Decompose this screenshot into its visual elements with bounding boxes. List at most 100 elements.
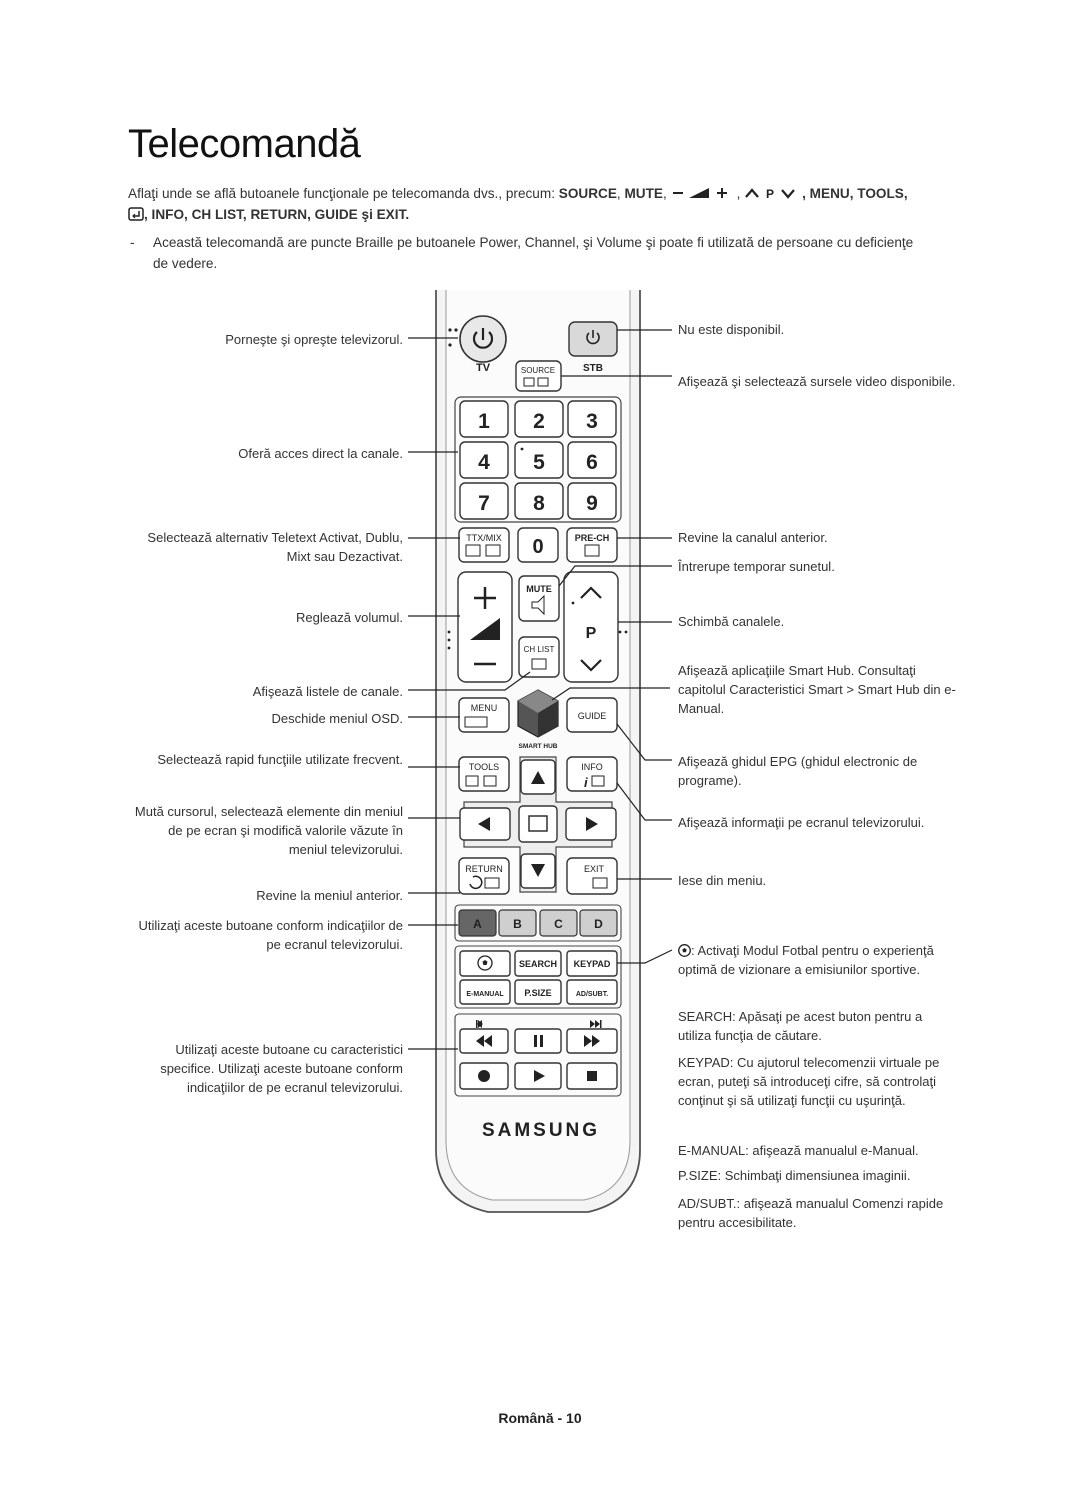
exit-label: EXIT — [584, 864, 605, 874]
tv-label: TV — [476, 362, 491, 374]
zero-button[interactable] — [517, 527, 559, 563]
label-channel: Schimbă canalele. — [678, 614, 785, 629]
adsubt-label: AD/SUBT. — [576, 991, 608, 998]
football-text: : Activaţi Modul Fotbal pentru o experie… — [678, 943, 934, 977]
digit-button-7[interactable] — [459, 482, 509, 520]
digit-button-5[interactable] — [514, 441, 564, 479]
label-smarthub: Afişează aplicaţiile Smart Hub. Consulta… — [678, 663, 956, 716]
digit-label-4: 4 — [478, 451, 490, 474]
label-power: Porneşte şi opreşte televizorul. — [225, 332, 403, 347]
label-info: Afişează informaţii pe ecranul televizor… — [678, 815, 925, 830]
p-label: P — [586, 625, 597, 642]
label-tools: Selectează rapid funcţiile utilizate fre… — [157, 752, 403, 767]
page-title: Telecomandă — [128, 122, 361, 166]
digit-button-3[interactable] — [567, 400, 617, 438]
guide-button[interactable] — [566, 697, 618, 733]
football-icon — [678, 944, 691, 957]
label-source: Afişează şi selectează sursele video dis… — [678, 374, 956, 389]
page-footer: Română - 10 — [498, 1410, 582, 1426]
label-adsubt: AD/SUBT.: afişează manualul Comenzi rapi… — [678, 1196, 944, 1230]
digit-button-8[interactable] — [514, 482, 564, 520]
digit-label-8: 8 — [533, 492, 545, 515]
stb-label: STB — [583, 363, 603, 374]
digit-button-4[interactable] — [459, 441, 509, 479]
svg-text:P: P — [766, 187, 774, 199]
pause-button[interactable] — [514, 1028, 562, 1054]
label-psize: P.SIZE: Schimbaţi dimensiunea imaginii. — [678, 1168, 911, 1183]
intro-prefix: Aflaţi unde se află butoanele funcţional… — [128, 186, 559, 201]
digit-label-2: 2 — [533, 410, 545, 433]
ttx-mix-button[interactable] — [458, 527, 510, 563]
label-keypad: KEYPAD: Cu ajutorul telecomenzii virtual… — [678, 1055, 940, 1108]
color-button-a[interactable] — [458, 909, 497, 937]
label-color-buttons: Utilizaţi aceste butoane conform indicaţ… — [138, 918, 403, 952]
enter-icon — [128, 207, 144, 221]
label-guide: Afişează ghidul EPG (ghidul electronic d… — [678, 754, 918, 788]
e-manual-button[interactable] — [459, 979, 511, 1005]
emanual-label: E-MANUAL — [466, 991, 504, 998]
label-exit: Iese din meniu. — [678, 873, 767, 888]
label-chlist: Afişează listele de canale. — [252, 684, 403, 699]
svg-text:i: i — [584, 775, 588, 790]
chlist-label: CH LIST — [524, 645, 555, 654]
digit-button-2[interactable] — [514, 400, 564, 438]
channel-rocker[interactable] — [563, 571, 619, 683]
intro-source: SOURCE — [558, 186, 617, 201]
leader-lines — [408, 329, 673, 1050]
color-label-a: A — [473, 917, 482, 931]
label-media-buttons: Utilizaţi aceste butoane cu caracteristi… — [160, 1042, 403, 1095]
return-label: RETURN — [465, 864, 503, 874]
braille-dot — [520, 447, 524, 451]
digit-label-1: 1 — [478, 410, 490, 433]
braille-note: - Această telecomandă are puncte Braille… — [130, 232, 930, 274]
digit-button-6[interactable] — [567, 441, 617, 479]
digit-label-9: 9 — [586, 492, 598, 515]
volume-rocker[interactable] — [457, 571, 513, 683]
ttx-label: TTX/MIX — [466, 533, 502, 543]
p-size-button[interactable] — [514, 979, 562, 1005]
psize-label: P.SIZE — [524, 988, 551, 998]
guide-label: GUIDE — [578, 711, 607, 721]
tools-label: TOOLS — [469, 762, 499, 772]
label-football: : Activaţi Modul Fotbal pentru o experie… — [678, 941, 958, 979]
label-ttx: Selectează alternativ Teletext Activat, … — [147, 530, 403, 564]
return-button[interactable] — [458, 857, 510, 895]
digit-label-5: 5 — [533, 451, 545, 474]
intro-line1-rest: , MENU, TOOLS, — [802, 186, 908, 201]
brand-logo: SAMSUNG — [482, 1120, 600, 1141]
label-stb: Nu este disponibil. — [678, 322, 785, 337]
ad-subt-button[interactable] — [566, 979, 618, 1005]
volume-icon — [672, 188, 727, 198]
label-volume: Reglează volumul. — [296, 610, 403, 625]
digit-button-9[interactable] — [567, 482, 617, 520]
search-label: SEARCH — [519, 959, 557, 969]
search-button[interactable] — [514, 950, 562, 977]
digit-button-1[interactable] — [459, 400, 509, 438]
menu-label: MENU — [471, 703, 498, 713]
label-menu: Deschide meniul OSD. — [271, 711, 404, 726]
prech-label: PRE-CH — [575, 533, 610, 543]
zero-label: 0 — [532, 536, 543, 558]
color-button-d[interactable] — [579, 909, 618, 937]
menu-button[interactable] — [458, 697, 510, 733]
color-button-b[interactable] — [498, 909, 537, 937]
note-dash: - — [130, 235, 135, 250]
source-button-label: SOURCE — [521, 366, 555, 375]
color-label-d: D — [594, 917, 603, 931]
label-cursor: Mută cursorul, selectează elemente din m… — [134, 804, 403, 857]
color-button-c[interactable] — [539, 909, 578, 937]
exit-button[interactable] — [566, 857, 618, 895]
ch-list-button[interactable] — [518, 636, 560, 678]
label-return: Revine la meniul anterior. — [256, 888, 403, 903]
mute-button[interactable] — [518, 575, 560, 622]
enter-button[interactable] — [518, 805, 558, 843]
stb-power-button[interactable] — [568, 321, 618, 357]
color-label-b: B — [513, 917, 522, 931]
intro-paragraph: Aflaţi unde se află butoanele funcţional… — [128, 186, 908, 222]
digit-label-7: 7 — [478, 492, 490, 515]
smart-hub-label: SMART HUB — [519, 743, 558, 750]
channel-updown-icon: P — [745, 187, 795, 201]
